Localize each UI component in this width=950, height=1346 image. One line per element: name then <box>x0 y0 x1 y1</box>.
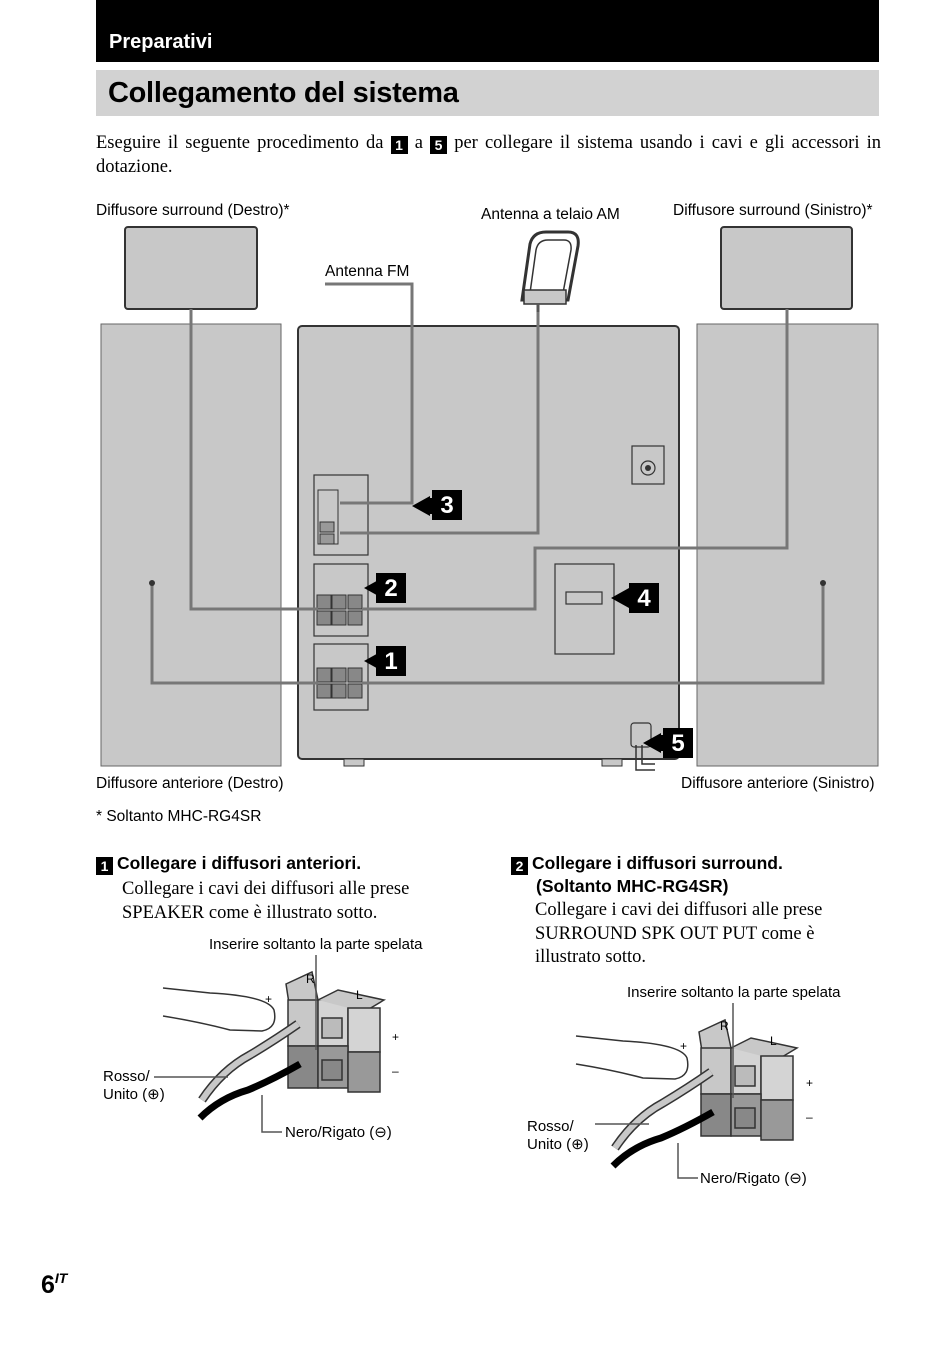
svg-text:3: 3 <box>440 492 453 519</box>
page-number: 6IT <box>41 1270 68 1299</box>
step-2-terminal-r: R <box>720 1019 729 1033</box>
page-title-bar: Collegamento del sistema <box>96 70 879 116</box>
label-surround-right: Diffusore surround (Destro)* <box>96 202 290 219</box>
step-badge-5: 5 <box>430 136 448 154</box>
intro-text-after: per collegare il sistema usando i cavi e… <box>96 133 881 177</box>
step-1-red-label: Rosso/ Unito (⊕) <box>103 1068 165 1103</box>
step-1-black-label: Nero/Rigato (⊖) <box>285 1124 392 1141</box>
svg-text:1: 1 <box>384 648 397 675</box>
svg-text:2: 2 <box>384 575 397 602</box>
section-header: Preparativi <box>96 0 879 62</box>
callout-5: 5 <box>643 728 693 758</box>
callout-1: 1 <box>364 646 406 676</box>
am-loop-antenna <box>520 230 580 312</box>
footnote: * Soltanto MHC-RG4SR <box>96 808 262 825</box>
svg-text:5: 5 <box>671 730 684 757</box>
label-fm-antenna: Antenna FM <box>325 263 410 280</box>
step-2-minus: – <box>806 1110 813 1124</box>
step-2-badge: 2 <box>511 857 528 875</box>
step-1-insert-label: Inserire soltanto la parte spelata <box>209 936 423 953</box>
step-1-plus-b: + <box>392 1030 400 1044</box>
step-1-minus: – <box>392 1064 399 1078</box>
step-2-terminal-l: L <box>770 1034 777 1048</box>
step-1-plus-a: + <box>265 992 273 1006</box>
page-title: Collegamento del sistema <box>108 77 459 109</box>
label-front-left: Diffusore anteriore (Sinistro) <box>681 775 875 792</box>
callout-3: 3 <box>412 490 462 520</box>
step-1-terminal-r: R <box>306 972 315 986</box>
callout-4: 4 <box>611 583 659 613</box>
label-am-antenna: Antenna a telaio AM <box>481 206 620 223</box>
step-1-terminal-l: L <box>356 988 363 1002</box>
step-badge-1: 1 <box>390 136 408 154</box>
section-title: Preparativi <box>109 31 213 53</box>
step-2-plus-b: + <box>806 1076 814 1090</box>
step-2-plus-a: + <box>680 1039 688 1053</box>
label-surround-left: Diffusore surround (Sinistro)* <box>673 202 873 219</box>
svg-text:4: 4 <box>637 585 651 612</box>
callout-2: 2 <box>364 573 406 603</box>
step-2-red-label: Rosso/ Unito (⊕) <box>527 1118 589 1153</box>
intro-text-middle: a <box>407 133 431 153</box>
step-2-insert-label: Inserire soltanto la parte spelata <box>627 984 841 1001</box>
step-1-badge: 1 <box>96 857 113 875</box>
step-2-black-label: Nero/Rigato (⊖) <box>700 1170 807 1187</box>
intro-paragraph: Eseguire il seguente procedimento da 1 a… <box>96 132 881 179</box>
intro-text-before: Eseguire il seguente procedimento da <box>96 133 391 153</box>
step-1-body: Collegare i cavi dei diffusori alle pres… <box>122 879 410 923</box>
label-front-right: Diffusore anteriore (Destro) <box>96 775 284 792</box>
step-2-body: Collegare i cavi dei diffusori alle pres… <box>535 900 823 967</box>
